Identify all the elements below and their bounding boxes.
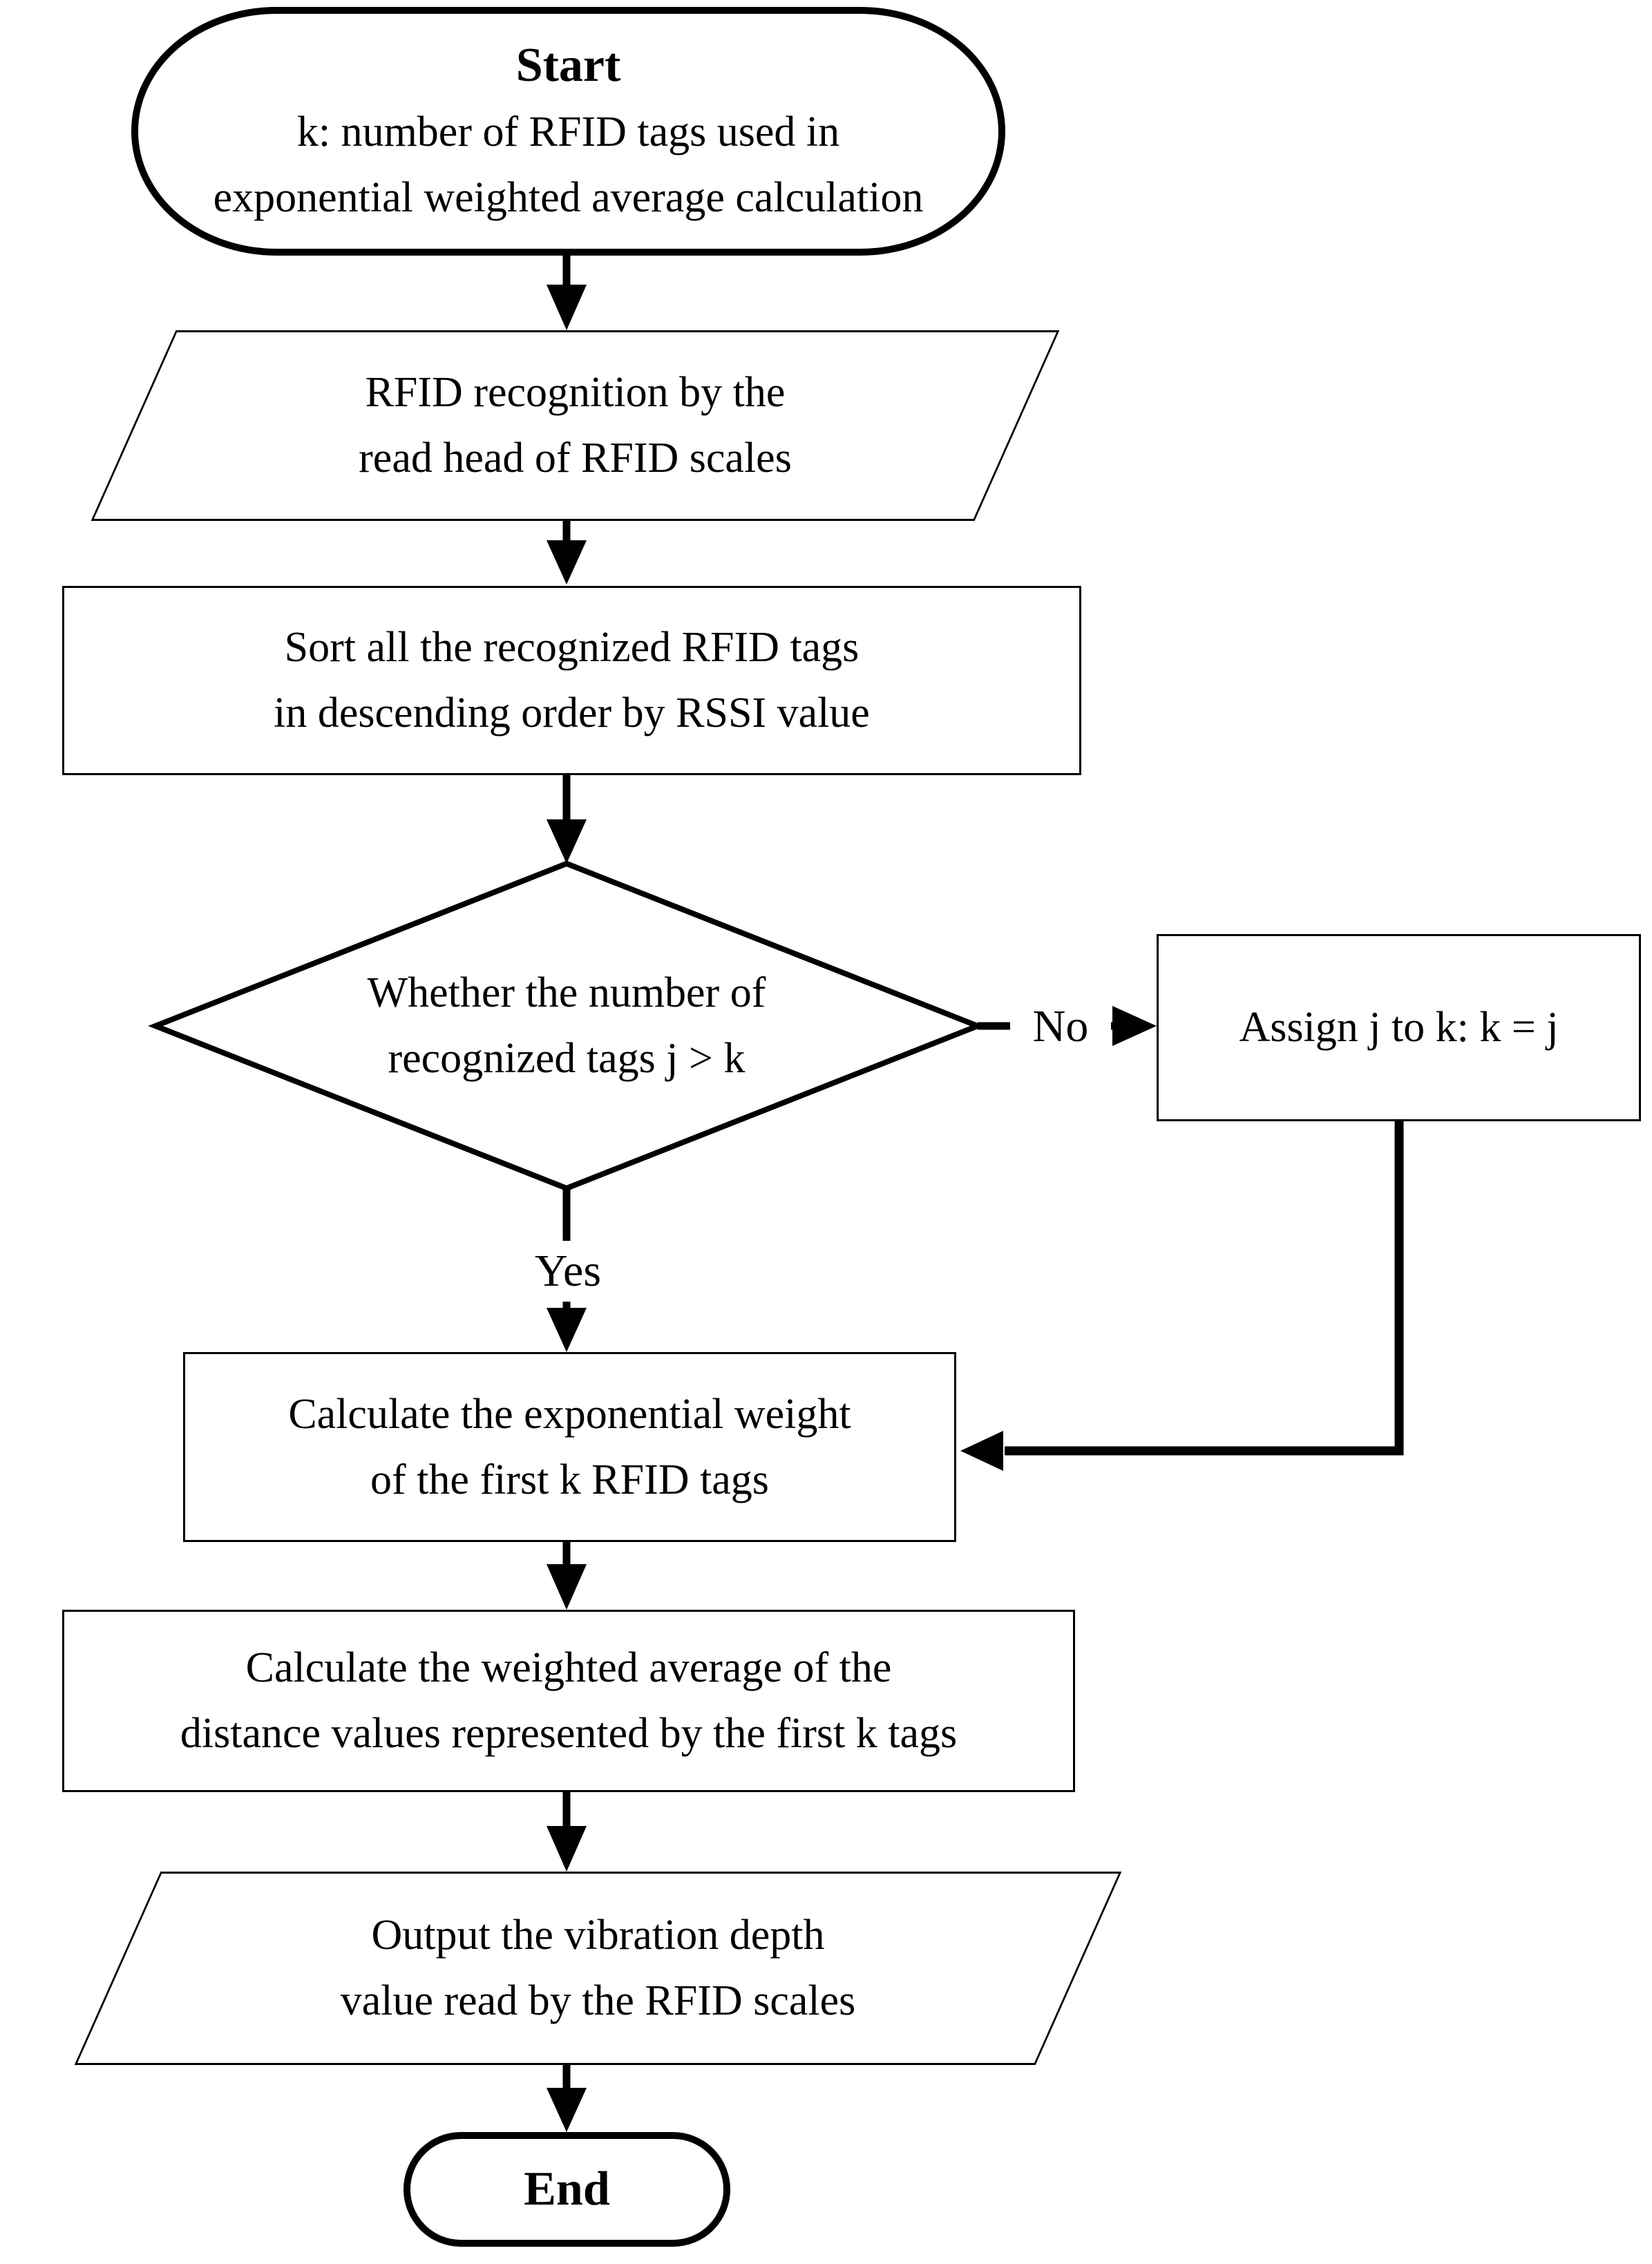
start-line2: exponential weighted average calculation — [213, 174, 924, 221]
sort-line1: Sort all the recognized RFID tags — [284, 624, 860, 671]
rfid-recognition-parallelogram: RFID recognition by the read head of RFI… — [91, 330, 1060, 521]
output-line2: value read by the RFID scales — [340, 1977, 856, 2024]
arrow-output-to-end-head — [547, 2088, 587, 2132]
calc-average-line1: Calculate the weighted average of the — [245, 1644, 892, 1691]
rfid-recognition-text: RFID recognition by the read head of RFI… — [135, 360, 1015, 491]
rfid-recognition-line2: read head of RFID scales — [359, 435, 792, 482]
assign-rectangle: Assign j to k: k = j — [1157, 934, 1641, 1121]
output-line1: Output the vibration depth — [371, 1912, 825, 1959]
decision-line2: recognized tags j > k — [388, 1035, 746, 1082]
calc-average-line2: distance values represented by the first… — [180, 1710, 958, 1757]
start-terminator: Start k: number of RFID tags used in exp… — [131, 7, 1005, 256]
start-title: Start — [515, 39, 621, 92]
arrow-yes-head — [547, 1308, 587, 1352]
feedback-assign-to-calc-stem — [1005, 1121, 1404, 1456]
sort-rectangle: Sort all the recognized RFID tags in des… — [62, 586, 1081, 775]
end-title: End — [524, 2162, 610, 2216]
assign-line1: Assign j to k: k = j — [1239, 1004, 1559, 1051]
output-parallelogram: Output the vibration depth value read by… — [74, 1872, 1122, 2065]
decision-line1: Whether the number of — [367, 969, 766, 1016]
arrow-weight-to-average-head — [547, 1564, 587, 1610]
arrow-input-to-sort-head — [547, 540, 587, 584]
calc-weight-rectangle: Calculate the exponential weight of the … — [183, 1352, 956, 1542]
sort-line2: in descending order by RSSI value — [274, 689, 870, 736]
arrow-sort-to-decision-head — [547, 819, 587, 864]
calc-weight-line1: Calculate the exponential weight — [288, 1390, 851, 1438]
start-line1: k: number of RFID tags used in — [296, 108, 840, 155]
calc-weight-line2: of the first k RFID tags — [370, 1456, 769, 1503]
end-terminator: End — [403, 2132, 730, 2247]
arrow-average-to-output-head — [547, 1826, 587, 1872]
rfid-recognition-line1: RFID recognition by the — [365, 369, 786, 416]
no-edge-label: No — [1010, 996, 1111, 1058]
yes-edge-label: Yes — [492, 1241, 644, 1302]
output-text: Output the vibration depth value read by… — [120, 1903, 1076, 2034]
decision-diamond-text: Whether the number of recognized tags j … — [238, 922, 895, 1130]
feedback-assign-to-calc-head — [960, 1431, 1003, 1471]
calc-average-rectangle: Calculate the weighted average of the di… — [62, 1610, 1075, 1792]
arrow-no-head — [1112, 1006, 1157, 1046]
arrow-start-to-input-head — [547, 285, 587, 330]
